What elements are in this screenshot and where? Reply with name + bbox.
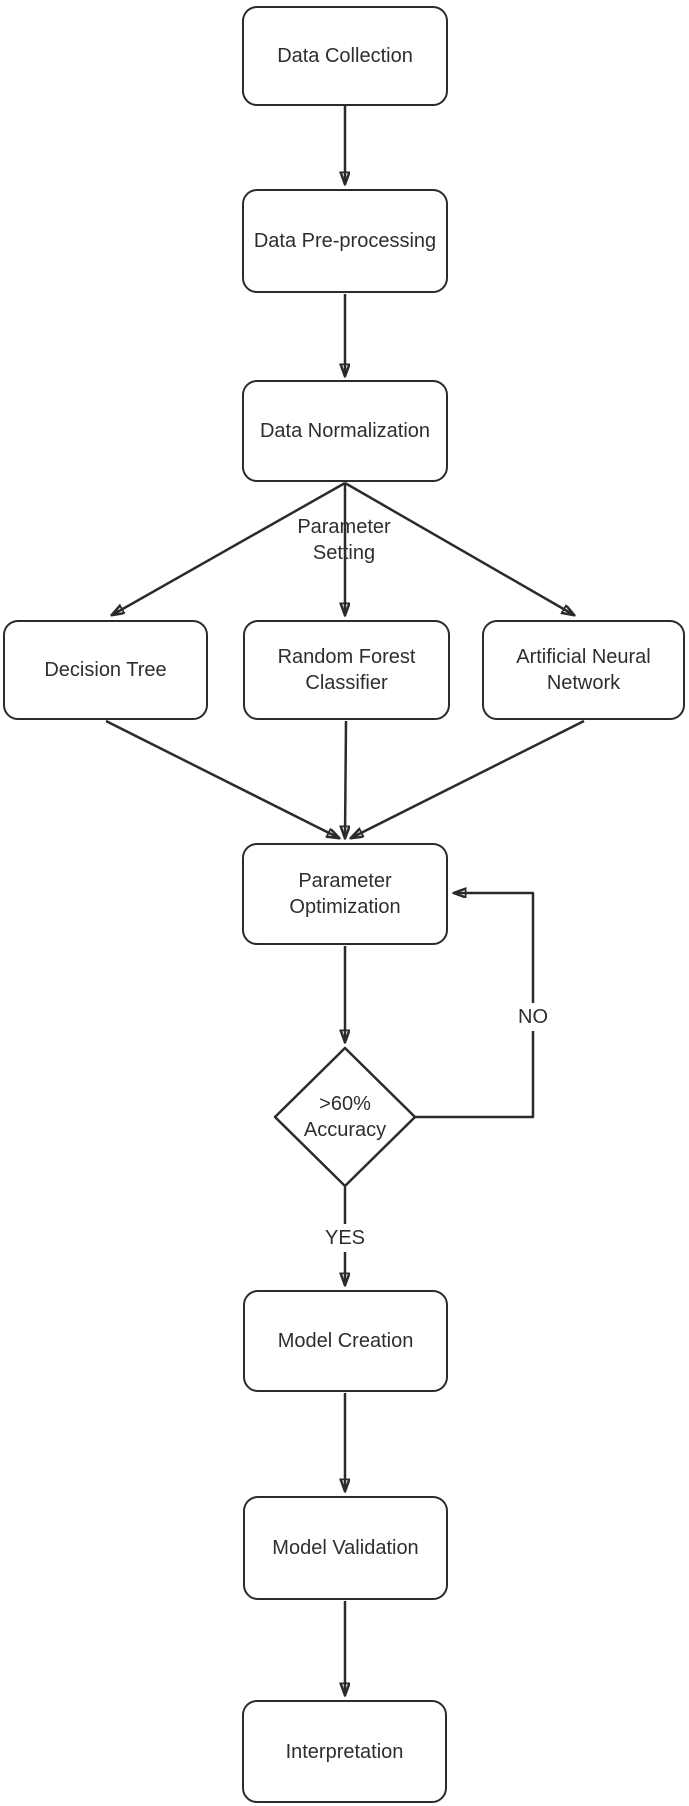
node-parameter-optimization: Parameter Optimization (242, 843, 448, 945)
edge-label-parameter-setting: Parameter Setting (297, 516, 391, 564)
edge-normalization-to-decision-tree (112, 481, 346, 615)
edge-label-yes: YES (317, 1224, 373, 1252)
edge-normalization-to-ann (344, 481, 574, 615)
node-data-collection: Data Collection (242, 6, 448, 106)
node-label: Data Collection (277, 45, 413, 67)
node-label: Data Pre-processing (253, 230, 437, 252)
node-interpretation: Interpretation (242, 1700, 447, 1803)
node-decision-tree: Decision Tree (3, 620, 208, 720)
edge-ann-to-optimization (351, 719, 585, 838)
node-label: Artificial Neural Network (516, 646, 651, 694)
node-label: Random Forest Classifier (277, 646, 416, 694)
node-model-creation: Model Creation (243, 1290, 448, 1392)
node-label: Data Normalization (259, 420, 431, 442)
edge-random-forest-to-optimization (345, 720, 346, 838)
node-label: Interpretation (285, 1740, 404, 1763)
node-data-preprocessing: Data Pre-processing (242, 189, 448, 293)
accuracy-decision-diamond (273, 1046, 417, 1188)
edge-label-no: NO (505, 1003, 561, 1031)
node-label: Decision Tree (44, 659, 167, 681)
node-data-normalization: Data Normalization (242, 380, 448, 482)
node-label: Parameter Optimization (289, 870, 401, 918)
edge-decision-tree-to-optimization (105, 719, 339, 838)
node-model-validation: Model Validation (243, 1496, 448, 1600)
node-label: Model Validation (272, 1537, 419, 1559)
node-random-forest-classifier: Random Forest Classifier (243, 620, 450, 720)
node-label: Model Creation (277, 1330, 414, 1352)
node-accuracy-check-label: >60% Accuracy (303, 1093, 387, 1141)
node-artificial-neural-network: Artificial Neural Network (482, 620, 685, 720)
